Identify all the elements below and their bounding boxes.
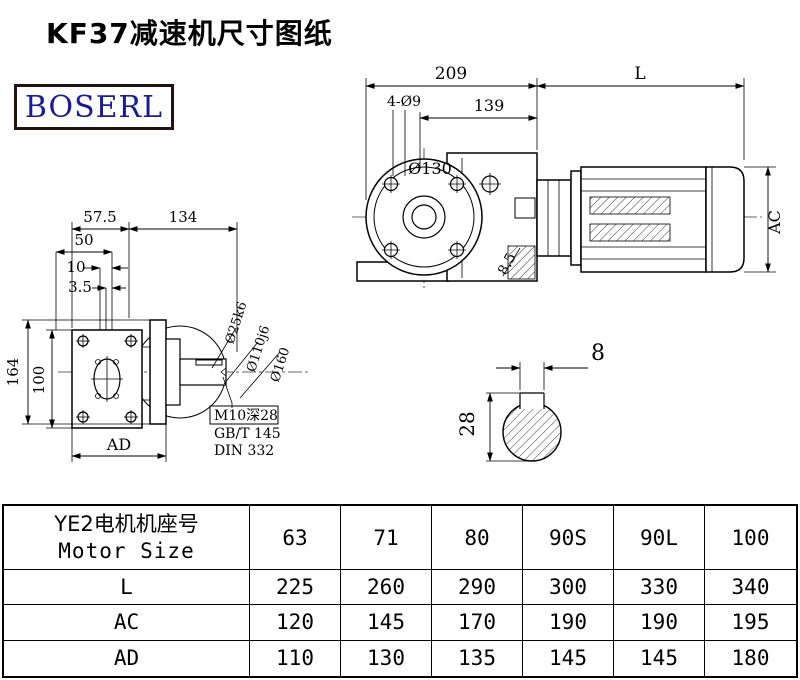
motor-winding-hatch-top: [589, 196, 671, 215]
row-label-ac: AC: [4, 605, 250, 641]
shaft-bore-circle: [411, 204, 437, 230]
table-cell: 340: [705, 570, 796, 606]
housing-hatch: [507, 245, 536, 280]
technical-drawing: 209 L 139 4-Ø9 Ø130 8.5 AC: [4, 64, 784, 462]
dim-spigot-diameter: Ø110j6: [244, 324, 273, 374]
dim-100: 100: [30, 366, 48, 395]
motor-fan-cover: [705, 166, 745, 273]
table-cell: 170: [432, 605, 523, 641]
dim-57-5: 57.5: [83, 208, 116, 226]
motor-flange: [570, 170, 582, 266]
table-header-motor-size: YE2电机机座号 Motor Size: [4, 506, 250, 570]
note-gb-standard: GB/T 145: [214, 426, 281, 442]
shaft-section-view: 8 28: [455, 341, 605, 462]
table-cell: 190: [614, 605, 705, 641]
note-tap-hole: M10深28: [214, 408, 278, 424]
front-view: 209 L 139 4-Ø9 Ø130 8.5 AC: [352, 64, 784, 288]
side-body-bolts: [76, 334, 138, 424]
output-shaft: [179, 358, 227, 386]
motor-body: [580, 166, 707, 273]
dim-bolt-circle: Ø130: [408, 159, 452, 178]
dim-164: 164: [4, 358, 22, 387]
dim-flange-diameter: Ø160: [268, 346, 293, 384]
dim-total-length: 209: [435, 64, 467, 84]
brand-logo-box: BOSERL: [14, 84, 174, 130]
dim-shaft-diameter: Ø25k6: [223, 300, 251, 346]
dim-139: 139: [474, 96, 505, 115]
table-header-cn: YE2电机机座号: [54, 512, 199, 537]
brand-logo-text: BOSERL: [24, 89, 164, 125]
table-header-en: Motor Size: [58, 538, 195, 563]
side-view-dimensions: 57.5 134 50 10 3.5 164 100: [4, 208, 293, 462]
table-cell: 120: [250, 605, 341, 641]
dim-3-5: 3.5: [68, 278, 92, 296]
table-cell: 195: [705, 605, 796, 641]
size-header-cell: 90S: [523, 506, 614, 570]
flange-inner-circle: [373, 166, 475, 268]
dim-key-width: 8: [591, 341, 605, 366]
size-header-cell: 100: [705, 506, 796, 570]
dim-134: 134: [169, 208, 198, 226]
table-cell: 110: [250, 640, 341, 676]
housing-bolt: [479, 173, 501, 195]
table-cell: 260: [341, 570, 432, 606]
motor: [536, 166, 745, 273]
dim-10: 10: [66, 258, 85, 276]
dim-motor-height-ac: AC: [765, 210, 784, 235]
note-din-standard: DIN 332: [214, 443, 274, 459]
shaft-section-circle: [502, 402, 562, 462]
row-label-l: L: [4, 570, 250, 606]
motor-winding-hatch-bottom: [589, 223, 671, 242]
table-cell: 300: [523, 570, 614, 606]
side-view: 57.5 134 50 10 3.5 164 100: [4, 208, 310, 462]
dim-ad: AD: [106, 435, 131, 454]
table-cell: 130: [341, 640, 432, 676]
table-cell: 330: [614, 570, 705, 606]
dim-key-height: 28: [455, 411, 479, 436]
table-cell: 135: [432, 640, 523, 676]
table-cell: 180: [731, 646, 770, 671]
row-label-ad: AD: [4, 640, 250, 676]
table-cell: 145: [614, 640, 705, 676]
spigot-110: [165, 338, 181, 406]
table-cell: 190: [523, 605, 614, 641]
note-leader: [222, 376, 233, 408]
size-header-cell: 63: [250, 506, 341, 570]
output-flange-plate: [149, 319, 167, 425]
dim-50: 50: [74, 231, 93, 249]
front-view-dimensions: 209 L 139 4-Ø9 Ø130 8.5 AC: [365, 64, 784, 278]
center-hole: [220, 367, 227, 377]
table-cell: 145: [523, 640, 614, 676]
page-title: KF37减速机尺寸图纸: [46, 17, 333, 50]
table-cell: 290: [432, 570, 523, 606]
tap-note-box: [209, 405, 279, 425]
motor-adapter: [536, 179, 572, 257]
section-dimensions: 8 28: [455, 341, 605, 462]
flange-bolt-holes: [382, 175, 466, 259]
dim-motor-length: L: [634, 64, 645, 84]
size-header-cell: 90L: [614, 506, 705, 570]
size-header-cell: 80: [432, 506, 523, 570]
size-header-cell: 71: [341, 506, 432, 570]
shaft-keyway: [195, 359, 223, 366]
table-cell: 145: [341, 605, 432, 641]
dim-bolt-holes: 4-Ø9: [387, 94, 421, 110]
table-cell: 225: [250, 570, 341, 606]
motor-size-table: YE2电机机座号 Motor Size 63 71 80 90S 90L 100…: [2, 504, 798, 678]
